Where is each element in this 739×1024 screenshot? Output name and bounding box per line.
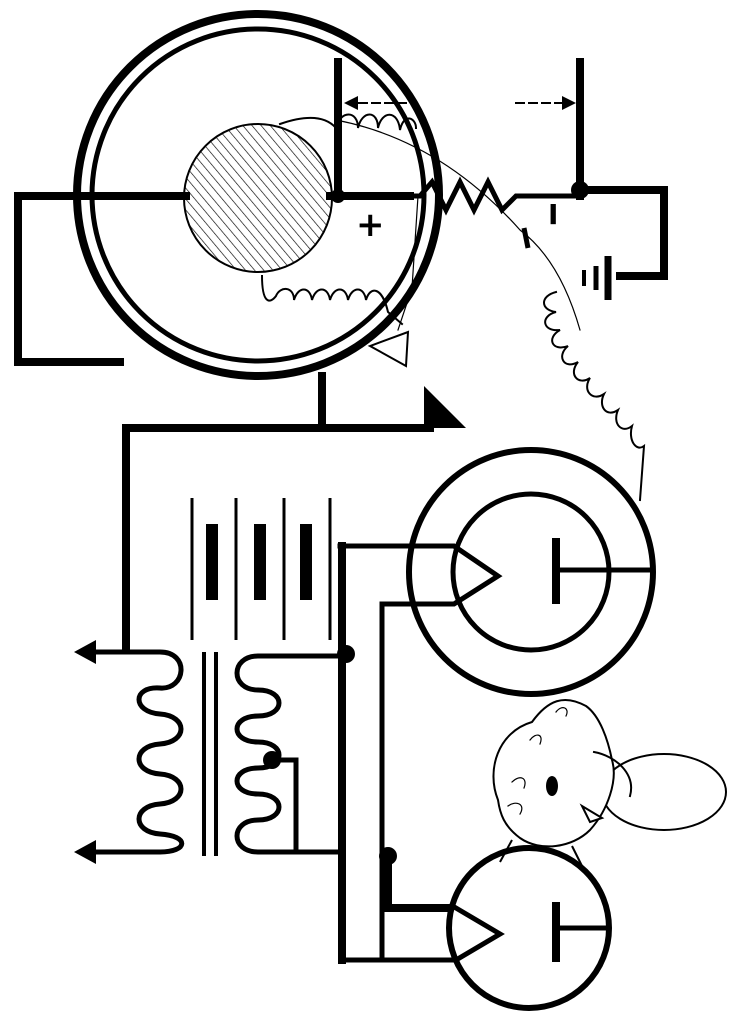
left-arrowhead-icon [344,96,358,110]
wedge-contact-icon [367,330,410,368]
output-arrow-bottom-icon [74,840,96,864]
thin-lead [335,119,581,331]
lower-tube-wire [384,852,460,912]
right-wire [576,186,668,280]
upper-vacuum-tube-icon [337,447,656,963]
signal-arrow-icon [122,386,466,650]
output-arrow-top-icon [74,640,96,664]
upper-field-coil-icon [278,113,418,131]
lead-coil-icon [543,290,646,502]
plus-label: + [356,205,385,245]
lower-field-coil-icon [260,274,404,326]
lower-vacuum-tube-icon [339,845,612,1011]
capacitor-stack-icon [190,498,332,640]
left-frame-wire [14,192,190,366]
armature-hatched [183,123,333,273]
rheostat-tick [521,227,531,249]
battery-icon [582,256,612,300]
bird-icon [492,698,727,867]
right-arrowhead-icon [562,96,576,110]
rheostat-icon [397,176,583,216]
wedge-lead [397,195,419,331]
transformer-icon [74,640,345,864]
junction-dot [337,645,355,663]
minus-label: I [548,198,558,231]
junction-dot [331,189,345,203]
